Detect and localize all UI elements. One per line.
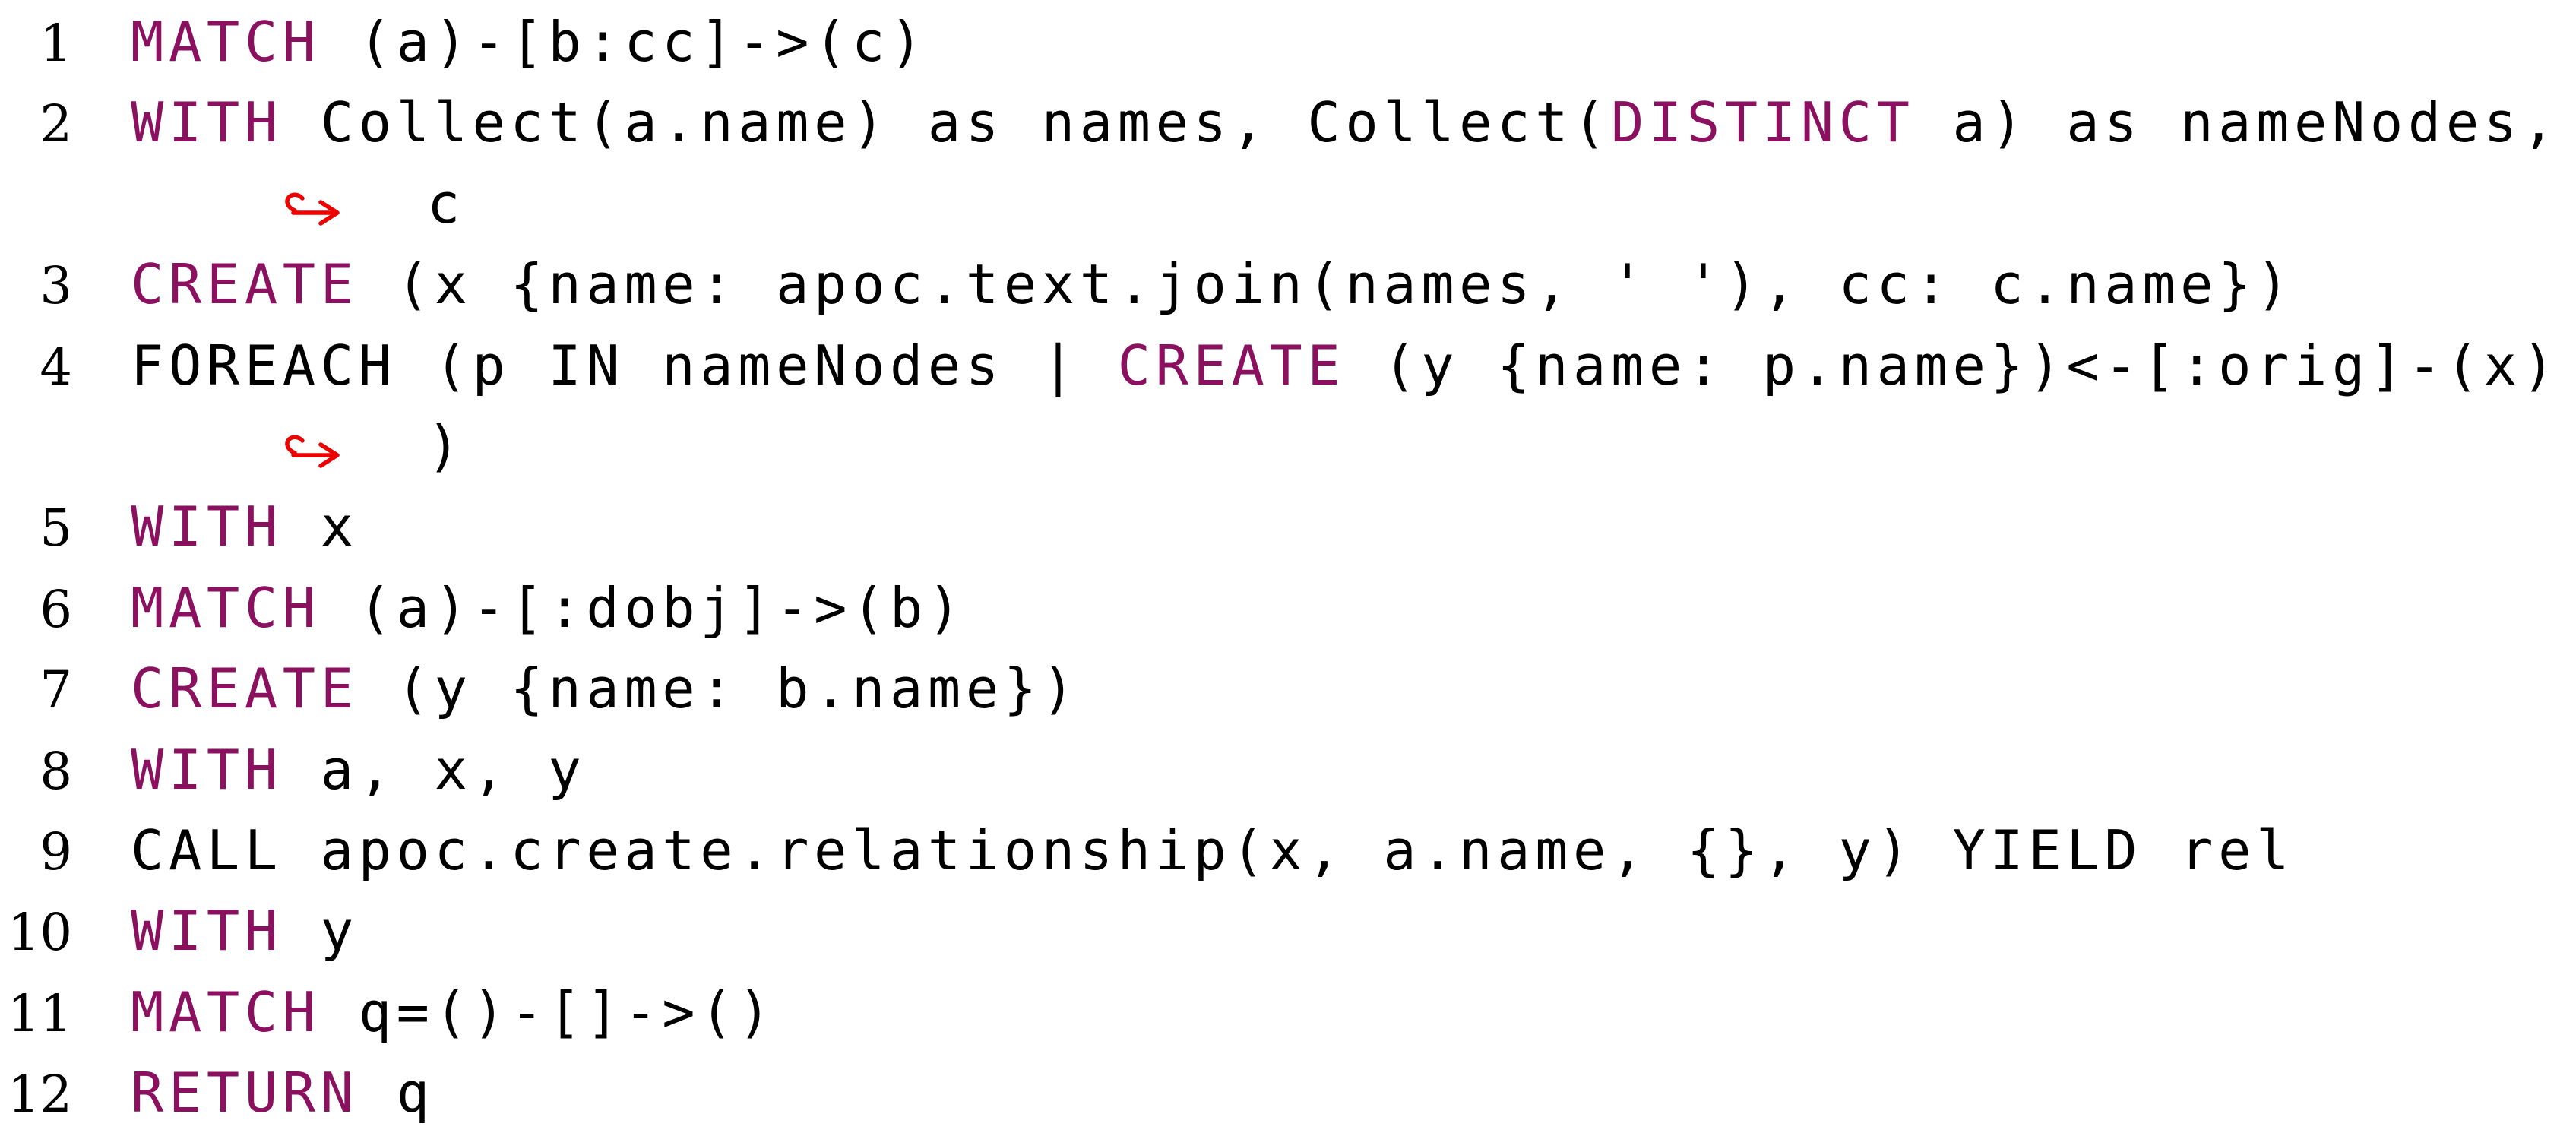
cypher-keyword: CREATE [131,657,359,721]
code-text: WITH a, x, y [131,729,586,810]
code-line: 1 MATCH (a)-[b:cc]->(c) [0,2,2576,82]
line-wrap-arrow-icon [283,163,427,244]
line-number: 4 [40,337,72,397]
code-line-continuation: ) [0,406,2576,486]
code-text: c [131,163,465,244]
code-text: ) [131,406,465,486]
line-number: 7 [40,660,72,720]
cypher-keyword: DISTINCT [1610,90,1915,155]
code-line: 2 WITH Collect(a.name) as names, Collect(… [0,82,2576,163]
code-fragment: q [358,1061,435,1125]
cypher-keyword: MATCH [131,980,321,1044]
line-number: 5 [40,498,72,559]
cypher-keyword: WITH [131,899,283,964]
code-line: 6 MATCH (a)-[:dobj]->(b) [0,568,2576,648]
code-line: 5 WITH x [0,486,2576,567]
code-line: 4 FOREACH (p IN nameNodes | CREATE (y {na… [0,325,2576,406]
code-line-continuation: c [0,163,2576,244]
code-line: 10 WITH y [0,891,2576,971]
code-fragment: (x {name: apoc.text.join(names, ' '), cc… [358,252,2295,317]
line-number: 12 [7,1065,72,1125]
line-number: 1 [40,14,72,73]
code-text: FOREACH (p IN nameNodes | CREATE (y {nam… [131,325,2560,406]
code-line: 9 CALL apoc.create.relationship(x, a.name… [0,810,2576,891]
cypher-keyword: RETURN [131,1061,359,1125]
code-fragment: y [282,899,359,964]
cypher-keyword: MATCH [131,10,321,74]
code-text: MATCH q=()-[]->() [131,972,776,1052]
code-line: 3 CREATE (x {name: apoc.text.join(names, … [0,244,2576,324]
code-text: RETURN q [131,1052,435,1133]
cypher-keyword: CREATE [1117,333,1346,397]
code-fragment: c [427,171,465,236]
code-text: WITH Collect(a.name) as names, Collect(D… [131,82,2560,163]
code-text: CALL apoc.create.relationship(x, a.name,… [131,810,2294,891]
line-wrap-arrow-icon [283,406,427,486]
code-line: 11 MATCH q=()-[]->() [0,972,2576,1052]
cypher-keyword: CREATE [131,252,359,317]
line-number: 11 [7,983,72,1043]
line-number: 10 [7,903,72,963]
code-fragment: x [282,495,359,559]
code-line: 8 WITH a, x, y [0,729,2576,810]
code-fragment: a, x, y [282,737,587,802]
line-number: 9 [40,821,72,881]
line-number: 2 [40,94,72,154]
cypher-keyword: WITH [131,737,283,802]
code-text: WITH y [131,891,359,971]
cypher-keyword: MATCH [131,575,321,640]
code-fragment: (a)-[:dobj]->(b) [320,575,966,640]
line-number: 3 [40,256,72,316]
code-fragment: a) as nameNodes, [1914,90,2560,155]
code-fragment: (y {name: p.name})<-[:orig]-(x) [1345,333,2560,397]
code-text: CREATE (y {name: b.name}) [131,648,1080,729]
code-fragment: q=()-[]->() [320,980,777,1044]
code-fragment: (y {name: b.name}) [358,657,1080,721]
line-number: 6 [40,579,72,639]
code-text: MATCH (a)-[:dobj]->(b) [131,568,966,648]
code-fragment: (a)-[b:cc]->(c) [320,10,928,74]
code-text: MATCH (a)-[b:cc]->(c) [131,2,928,82]
cypher-keyword: WITH [131,495,283,559]
cypher-keyword: WITH [131,90,283,155]
code-fragment: Collect(a.name) as names, Collect( [282,90,1611,155]
code-text: CREATE (x {name: apoc.text.join(names, '… [131,244,2294,324]
line-number: 8 [40,741,72,801]
code-text: WITH x [131,486,359,567]
code-line: 7 CREATE (y {name: b.name}) [0,648,2576,729]
code-fragment: CALL apoc.create.relationship(x, a.name,… [131,818,2295,882]
code-line: 12 RETURN q [0,1052,2576,1133]
code-fragment: FOREACH (p IN nameNodes | [131,333,1118,397]
code-fragment: ) [427,413,465,478]
